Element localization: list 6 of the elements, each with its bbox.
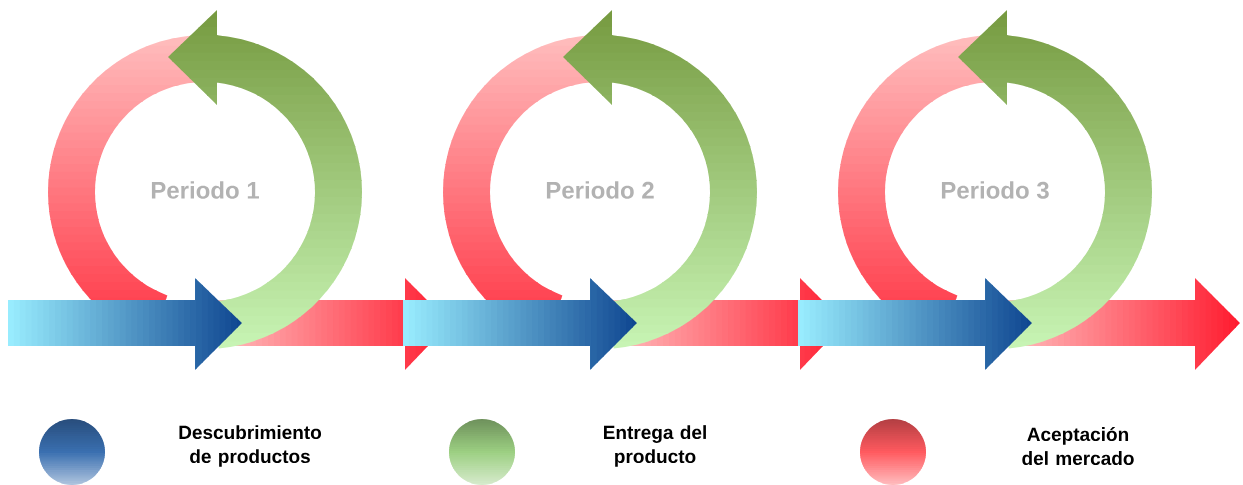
legend-label: Aceptación del mercado xyxy=(1022,426,1134,466)
period-label: Periodo 1 xyxy=(151,181,259,199)
period-label: Periodo 2 xyxy=(546,181,654,199)
period-label: Periodo 3 xyxy=(941,181,1049,199)
legend-label: Descubrimiento de productos xyxy=(179,425,322,467)
legend-label: Entrega del producto xyxy=(604,425,706,467)
